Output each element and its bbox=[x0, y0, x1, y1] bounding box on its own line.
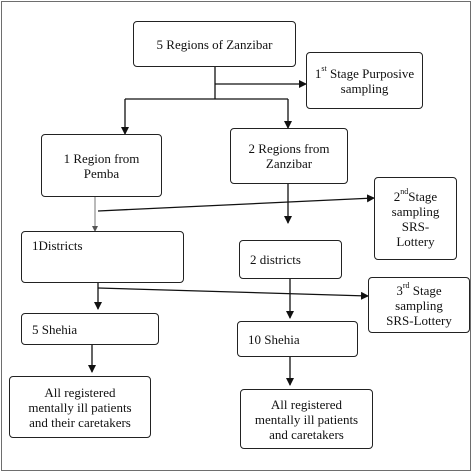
result-left-node: All registered mentally ill patients and… bbox=[9, 376, 151, 438]
districts-left-node: 1Districts bbox=[21, 231, 184, 283]
stage1-node: 1st Stage Purposive sampling bbox=[306, 52, 423, 109]
zanzibar-node: 2 Regions from Zanzibar bbox=[230, 128, 348, 184]
pemba-node: 1 Region from Pemba bbox=[41, 134, 162, 197]
arrow-to-stage3 bbox=[97, 287, 369, 300]
shehia-right-node: 10 Shehia bbox=[237, 321, 358, 357]
stage2-node: 2ndStage sampling SRS- Lottery bbox=[374, 177, 457, 260]
stage3-node: 3rd Stage sampling SRS-Lottery bbox=[368, 277, 470, 333]
shehia-left-node: 5 Shehia bbox=[21, 313, 159, 345]
districts-right-node: 2 districts bbox=[239, 240, 342, 279]
arrow-to-stage2 bbox=[97, 194, 375, 212]
result-right-node: All registered mentally ill patients and… bbox=[240, 389, 373, 449]
root-node: 5 Regions of Zanzibar bbox=[133, 21, 296, 67]
